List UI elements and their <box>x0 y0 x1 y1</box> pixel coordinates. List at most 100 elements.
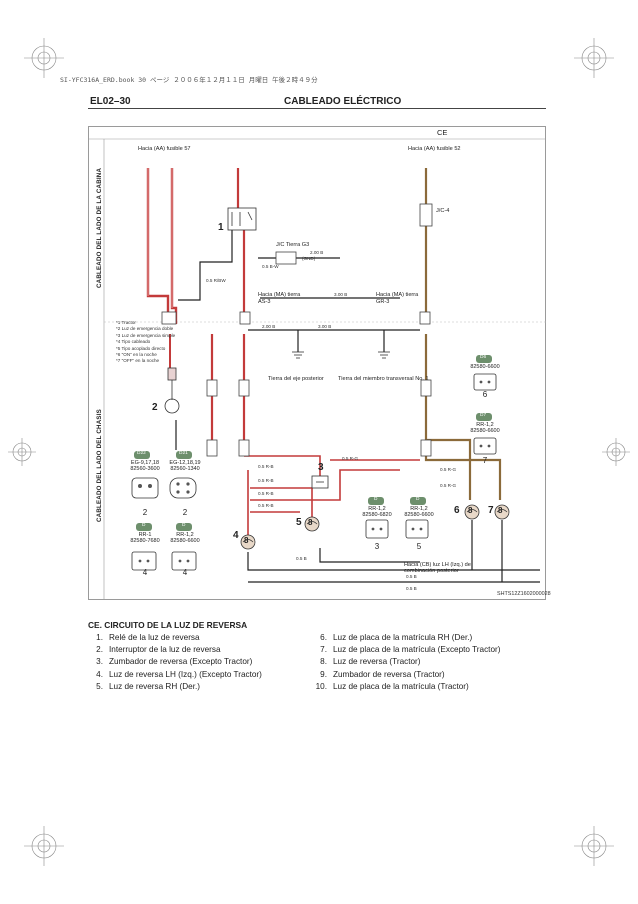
connector-rr1-info: D RR-1 82580-7680 4 <box>122 523 168 577</box>
connector-part: 82580-6600 <box>470 428 500 434</box>
note-item: *6 "ON" en la noche <box>116 352 157 358</box>
item-text: Luz de reversa LH (Izq.) (Excepto Tracto… <box>109 669 262 679</box>
connector-num: 7 <box>482 456 488 465</box>
wire-label: 0.5 R-B <box>258 491 274 496</box>
diagram-reference: SHTS12Z1602000028 <box>497 591 551 597</box>
fuse-right-label: Hacia (AA) fusible 52 <box>408 146 461 152</box>
badge-d-rr1 <box>136 523 152 531</box>
callout-4: 4 <box>233 530 239 541</box>
inline-connector-2 <box>239 311 251 325</box>
badge-d7 <box>476 413 492 421</box>
badge-d22 <box>134 451 150 459</box>
connector-part: 82560-1340 <box>170 466 200 472</box>
connector-face-d3 <box>365 519 389 539</box>
item-text: Luz de reversa (Tractor) <box>333 657 421 667</box>
note-item: *1 Tractor <box>116 320 136 325</box>
circuit-items-left: 1.Relé de la luz de reversa 2.Interrupto… <box>86 633 262 694</box>
wire-label: 0.5 R-G <box>440 467 457 472</box>
badge-d6 <box>476 355 492 363</box>
item-text: Interruptor de la luz de reversa <box>109 645 221 655</box>
lamp-5-symbol <box>304 516 320 532</box>
item-number: 8. <box>320 657 327 667</box>
wire-chassis-red-8 <box>250 469 400 501</box>
notes-list: *1 Tractor *2 Luz de emergencia doble *3… <box>116 320 175 365</box>
item-text: Luz de placa de la matrícula (Tractor) <box>333 681 469 691</box>
jc-g3-block <box>275 251 297 265</box>
inline-connector-8 <box>238 439 250 457</box>
connector-name: EG-9,17,18 <box>130 460 160 466</box>
note-item: *4 Tipo cableado <box>116 339 151 345</box>
crop-mark-top-left <box>24 38 64 78</box>
connector-face-d7 <box>473 437 497 455</box>
connector-tag: D7 <box>480 413 487 418</box>
connector-name: EG-12,18,19 <box>169 460 201 466</box>
inline-connector-4 <box>206 379 218 397</box>
callout-5: 5 <box>296 517 302 528</box>
wire-label: 3.00 B <box>318 324 332 329</box>
jc4-label: J/C-4 <box>436 208 450 214</box>
note-item: *2 Luz de emergencia doble <box>116 326 174 332</box>
connector-name: RR-1,2 <box>368 506 386 512</box>
wire-left-red <box>146 168 170 320</box>
connector-part: 82580-6820 <box>362 512 392 518</box>
badge-d3 <box>368 497 384 505</box>
connector-d21-info: D21 EG-12,18,19 82560-1340 2 <box>162 451 208 517</box>
connector-tag: D21 <box>179 451 188 456</box>
callout-8-lamp6: 8 <box>468 506 473 515</box>
header-rule <box>88 108 546 109</box>
connector-d5-info: D RR-1,2 82580-6600 5 <box>396 497 442 551</box>
crop-mark-bottom-left <box>24 826 64 866</box>
circuit-item: 10.Luz de placa de la matrícula (Tractor… <box>310 682 500 694</box>
connector-num: 5 <box>416 542 422 551</box>
circuit-item: 3.Zumbador de reversa (Excepto Tractor) <box>86 657 262 669</box>
connector-tag: D <box>142 523 146 528</box>
connector-num: 4 <box>182 568 188 577</box>
connector-face-rr1 <box>131 551 157 571</box>
connector-tag: D <box>182 523 186 528</box>
circuit-item: 8. Luz de reversa (Tractor) <box>310 657 500 669</box>
item-text: Luz de reversa RH (Der.) <box>109 681 201 691</box>
connector-tag: D6 <box>480 355 487 360</box>
wire-label: 0.5 B <box>406 574 417 579</box>
connector-num: 6 <box>482 390 488 399</box>
item-text: Zumbador de reversa (Excepto Tractor) <box>109 657 253 667</box>
connector-name: RR-1,2 <box>476 422 494 428</box>
wire-label: 0.5 R-B <box>258 503 274 508</box>
print-header: SI-YFC316A_ERD.book 30 ページ ２００６年１２月１１日 月… <box>60 76 318 84</box>
wire-label: 2.00 B <box>262 324 276 329</box>
item-number: 1. <box>96 633 103 642</box>
connector-d3-info: D RR-1,2 82580-6820 3 <box>354 497 400 551</box>
connector-name: RR-1,2 <box>176 532 194 538</box>
wire-bottom-2 <box>319 548 420 563</box>
connector-name: RR-1,2 <box>410 506 428 512</box>
item-number: 4. <box>96 669 103 679</box>
callout-8-lamp7: 8 <box>498 506 503 515</box>
wire-label: 0.5 B-W <box>262 264 279 269</box>
page-title: CABLEADO ELÉCTRICO <box>284 96 402 107</box>
inline-connector-6 <box>420 379 432 397</box>
connector-part: 82580-6600 <box>170 538 200 544</box>
jc-g3-gnd: (GND) <box>302 256 316 261</box>
item-text: Relé de la luz de reversa <box>109 633 200 642</box>
callout-8-lamp5: 8 <box>308 518 313 527</box>
circuit-title: CE. CIRCUITO DE LA LUZ DE REVERSA <box>88 620 248 630</box>
section-tag: CE <box>437 128 448 137</box>
fuse-left-label: Hacia (AA) fusible 57 <box>138 146 191 152</box>
connector-tag: D22 <box>137 451 146 456</box>
inline-connector-1 <box>161 311 177 325</box>
connector-face-rr12 <box>171 551 197 571</box>
circuit-items-right: 6.Luz de placa de la matrícula RH (Der.)… <box>310 633 501 694</box>
callout-2: 2 <box>152 402 158 413</box>
item-number: 6. <box>320 633 327 642</box>
item-number: 5. <box>96 681 103 691</box>
wire-label: 2.00 B <box>310 250 324 255</box>
wire-relay-black <box>178 228 233 301</box>
callout-7: 7 <box>488 505 494 516</box>
ground-crossmember-label: Tierra del miembro transversal No. 1 <box>338 376 429 382</box>
badge-d5 <box>410 497 426 505</box>
connector-d7-info: D7 RR-1,2 82580-6600 7 <box>462 413 508 465</box>
connector-face-d21 <box>169 477 197 499</box>
connector-num: 4 <box>142 568 148 577</box>
to-cb-light-label: Hacia (CB) luz LH (Izq.) de combinación … <box>404 562 471 575</box>
